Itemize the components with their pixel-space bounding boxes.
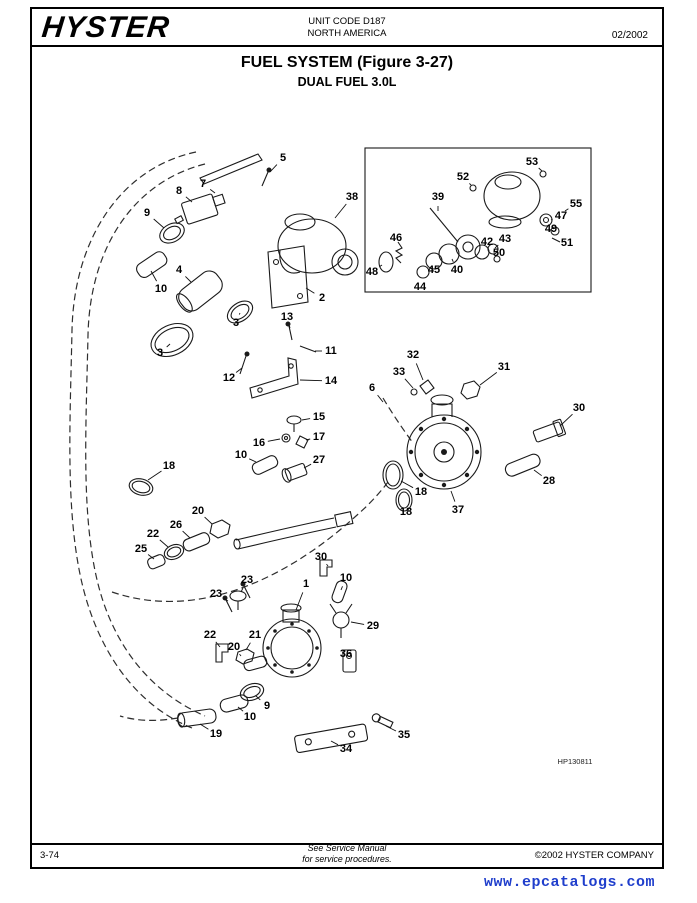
mid-fittings [128, 415, 309, 496]
svg-text:27: 27 [313, 454, 325, 466]
svg-text:23: 23 [241, 574, 253, 586]
watermark-link[interactable]: www.epcatalogs.com [483, 874, 655, 891]
svg-text:14: 14 [325, 375, 338, 387]
figure-ref: HP130811 [558, 757, 593, 766]
svg-text:18: 18 [163, 460, 175, 472]
svg-text:39: 39 [432, 191, 444, 203]
fuel-pump-assembly [176, 559, 394, 754]
svg-text:22: 22 [204, 629, 216, 641]
revision-date: 02/2002 [611, 30, 648, 41]
solenoid-valve-assembly [136, 153, 272, 358]
service-note: See Service Manual for service procedure… [32, 843, 662, 865]
regulator-converter [382, 379, 567, 512]
svg-text:44: 44 [414, 281, 427, 293]
svg-text:9: 9 [144, 207, 150, 219]
svg-text:43: 43 [499, 233, 511, 245]
page-title: FUEL SYSTEM (Figure 3-27) [240, 54, 454, 71]
svg-text:15: 15 [313, 411, 325, 423]
svg-text:19: 19 [210, 728, 222, 740]
svg-text:13: 13 [281, 311, 293, 323]
svg-text:30: 30 [573, 402, 585, 414]
svg-text:42: 42 [481, 236, 493, 248]
svg-text:9: 9 [264, 700, 270, 712]
svg-text:8: 8 [176, 185, 182, 197]
svg-text:33: 33 [393, 366, 405, 378]
page-number: 3-74 [40, 850, 60, 861]
svg-text:46: 46 [390, 232, 402, 244]
svg-text:21: 21 [249, 629, 261, 641]
svg-text:18: 18 [400, 506, 412, 518]
svg-text:22: 22 [147, 528, 159, 540]
svg-text:5: 5 [280, 152, 286, 164]
page-subtitle: DUAL FUEL 3.0L [297, 75, 397, 89]
svg-text:50: 50 [493, 247, 505, 259]
svg-text:51: 51 [561, 237, 573, 249]
svg-text:52: 52 [457, 171, 469, 183]
svg-text:30: 30 [315, 551, 327, 563]
service-note-line: See Service Manual [307, 843, 387, 854]
copyright-text: ©2002 HYSTER COMPANY [534, 850, 654, 861]
svg-text:1: 1 [303, 578, 309, 590]
svg-text:20: 20 [192, 505, 204, 517]
svg-text:53: 53 [526, 156, 538, 168]
unit-code-block: UNIT CODE D187 NORTH AMERICA [32, 16, 662, 41]
svg-text:20: 20 [228, 641, 240, 653]
svg-text:55: 55 [570, 198, 582, 210]
svg-text:16: 16 [253, 437, 265, 449]
svg-text:18: 18 [415, 486, 427, 498]
svg-text:34: 34 [340, 743, 353, 755]
svg-text:37: 37 [452, 504, 464, 516]
dashed-hoses [69, 151, 414, 729]
svg-text:10: 10 [340, 572, 352, 584]
svg-text:17: 17 [313, 431, 325, 443]
svg-text:12: 12 [223, 372, 235, 384]
svg-text:10: 10 [155, 283, 167, 295]
svg-text:3: 3 [233, 317, 239, 329]
svg-text:32: 32 [407, 349, 419, 361]
svg-text:6: 6 [369, 382, 375, 394]
svg-text:25: 25 [135, 543, 147, 555]
svg-text:10: 10 [235, 449, 247, 461]
unit-code-line: UNIT CODE D187 [308, 16, 386, 27]
footer-divider [32, 843, 662, 845]
svg-text:4: 4 [176, 264, 183, 276]
page-border: HYSTER UNIT CODE D187 NORTH AMERICA 02/2… [30, 7, 664, 869]
inset-detail-box [364, 147, 592, 293]
header-divider [32, 45, 662, 47]
svg-text:38: 38 [346, 191, 358, 203]
svg-text:28: 28 [543, 475, 555, 487]
svg-text:26: 26 [170, 519, 182, 531]
svg-text:48: 48 [366, 266, 378, 278]
svg-text:35: 35 [398, 729, 410, 741]
svg-text:23: 23 [210, 588, 222, 600]
svg-text:10: 10 [244, 711, 256, 723]
svg-text:45: 45 [428, 264, 440, 276]
region-line: NORTH AMERICA [307, 28, 387, 40]
svg-text:47: 47 [555, 210, 567, 222]
svg-text:2: 2 [319, 292, 325, 304]
svg-text:29: 29 [367, 620, 379, 632]
left-hose-fittings [147, 511, 354, 613]
svg-text:3: 3 [157, 347, 163, 359]
svg-text:11: 11 [325, 345, 337, 357]
svg-text:49: 49 [545, 223, 557, 235]
svg-text:31: 31 [498, 361, 510, 373]
mixer-assembly [239, 213, 359, 399]
svg-text:36: 36 [340, 648, 352, 660]
svg-text:40: 40 [451, 264, 463, 276]
svg-text:7: 7 [200, 178, 206, 190]
service-note-line: for service procedures. [302, 854, 392, 865]
